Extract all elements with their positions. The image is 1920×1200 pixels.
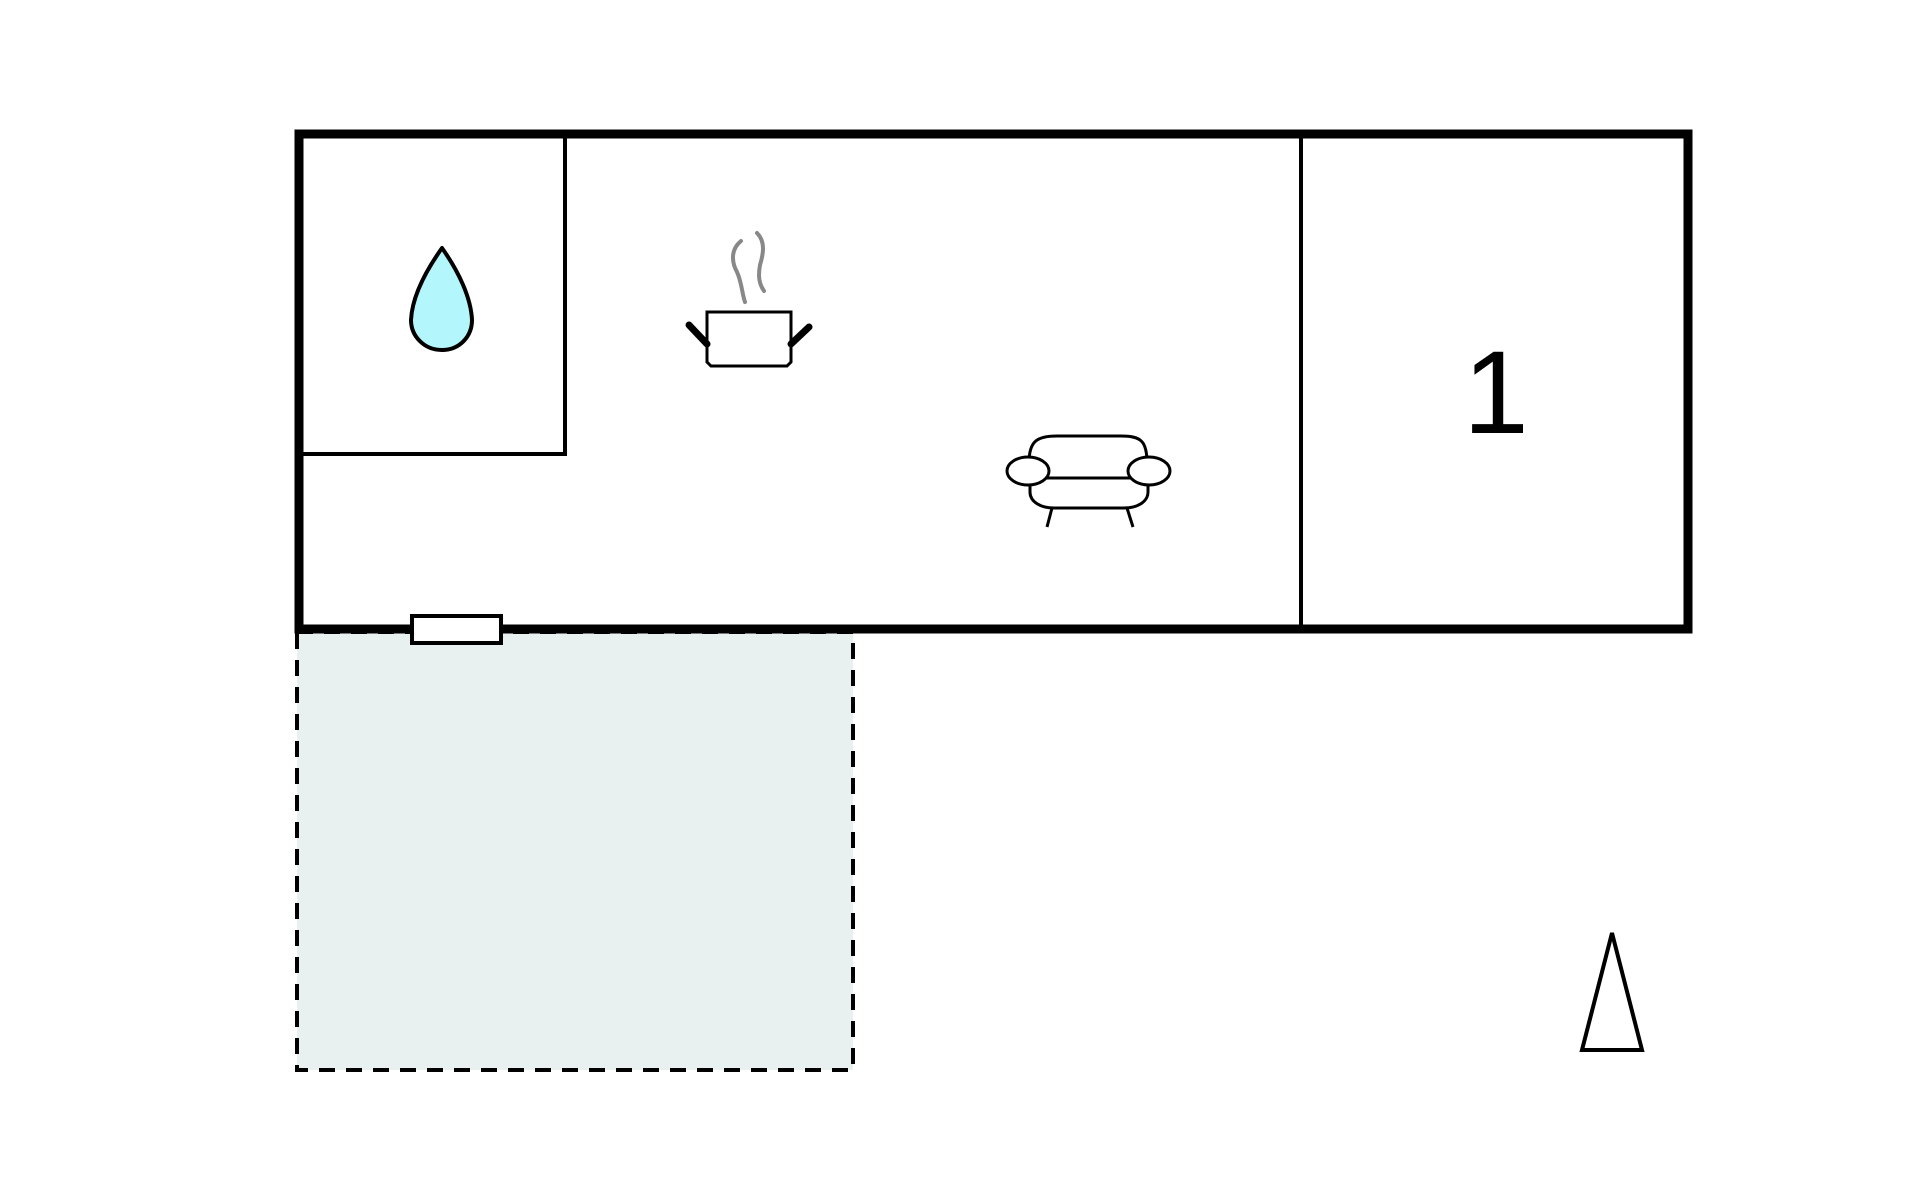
outer-wall [294, 129, 1693, 634]
water-drop-icon [409, 246, 474, 352]
cooking-pot-icon [685, 231, 813, 368]
terrace-area [295, 630, 855, 1072]
door [410, 614, 503, 645]
sofa-icon [1005, 434, 1172, 528]
north-arrow-icon [1579, 932, 1645, 1052]
bedroom-number: 1 [1463, 327, 1529, 459]
bathroom-wall [303, 134, 567, 456]
